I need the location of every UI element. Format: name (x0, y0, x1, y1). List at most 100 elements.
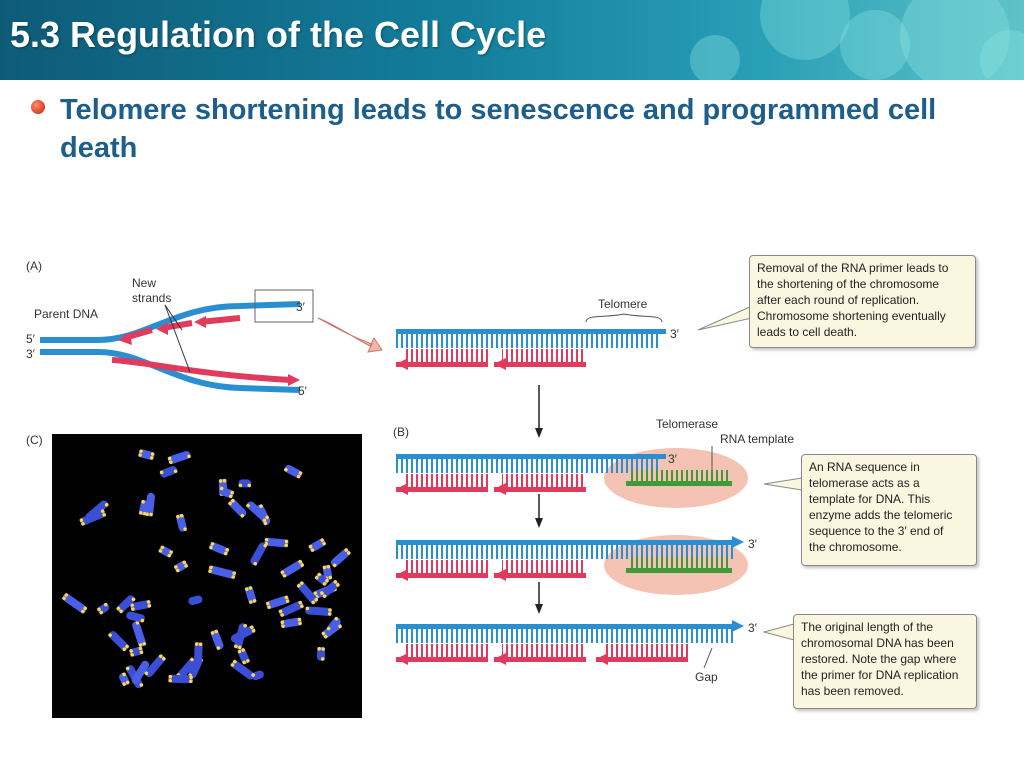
telomere-spot (240, 513, 245, 518)
telomere-spot (168, 674, 173, 679)
telomere-spot (311, 600, 316, 605)
rna-template-label: RNA template (720, 432, 794, 446)
telomere-spot (138, 511, 143, 515)
telomere-spot (325, 578, 329, 583)
telomere-spot (130, 652, 134, 657)
telomere-spot (122, 647, 127, 652)
telomere-spot (100, 509, 105, 513)
telomere-spot (62, 596, 66, 601)
telomere-spot (131, 607, 135, 611)
chromosome (305, 606, 332, 616)
telomere-spot (169, 460, 173, 465)
chromosome (132, 620, 147, 647)
telomere-spot (210, 542, 215, 546)
telomere-spot (138, 643, 143, 647)
telomere-spot (167, 456, 172, 461)
telomere-spot (265, 515, 269, 520)
telomere-spot (225, 548, 230, 552)
telomere-spot (278, 609, 283, 614)
telomere-spot (176, 514, 180, 519)
telomere-spot (296, 474, 301, 479)
zoom-arrow (317, 317, 383, 353)
telomere-spot (119, 609, 123, 614)
chromosome (62, 593, 88, 614)
telomere-spot (81, 522, 85, 526)
telomere-spot (81, 609, 85, 614)
telomere-spot (146, 600, 151, 604)
chromosome (238, 479, 252, 488)
chromosome (116, 595, 136, 614)
telomere-spot (245, 587, 249, 591)
telomere-spot (346, 551, 351, 555)
telomere-diagram: (A) New strands Parent DNA 5′ 3′ 3′ 5′ T… (26, 259, 803, 684)
telomere-spot (280, 613, 284, 617)
chromosome (320, 580, 340, 598)
chromosome (159, 466, 178, 478)
chromosome (228, 498, 247, 518)
telomere-spot (122, 672, 126, 677)
telomere-spot (169, 550, 173, 554)
telomere-spot (326, 626, 331, 631)
telomere-spot (219, 486, 224, 491)
chromosome (138, 449, 155, 460)
telomere-spot (284, 539, 289, 544)
telomere-spot (243, 623, 247, 628)
telomere-spot (280, 620, 285, 624)
parent-dna-label: Parent DNA (34, 307, 98, 321)
telomere-spot (102, 513, 106, 517)
telomere-spot (334, 616, 339, 621)
telomere-spot (320, 591, 324, 595)
telomere-spot (64, 593, 69, 597)
telomere-spot (158, 549, 163, 553)
chromosome (79, 509, 106, 526)
telomere-spot (223, 551, 228, 556)
five-prime-label-box: 5′ (298, 384, 308, 398)
three-prime-label-row2: 3′ (668, 452, 678, 466)
telomere-spot (210, 631, 215, 635)
chromosome (108, 631, 129, 652)
chromosome (126, 611, 145, 623)
telomere-spot (194, 642, 199, 646)
telomere-spot (246, 659, 250, 663)
chromosome (278, 600, 304, 617)
telomere-spot (323, 634, 328, 639)
gap-label: Gap (695, 670, 718, 684)
telomere-spot (149, 512, 153, 517)
chromosome-spread-image (62, 449, 351, 689)
telomere-spot (251, 673, 255, 677)
telomere-spot (317, 572, 322, 577)
telomere-spot (249, 625, 254, 630)
telomere-spot (131, 597, 136, 602)
chromosome (264, 537, 289, 548)
telomere-spot (125, 644, 129, 649)
chromosome (130, 600, 152, 611)
new-strands-label-1: New (132, 276, 156, 290)
telomere-spot (285, 599, 290, 603)
telomere-spot (147, 604, 152, 608)
telomere-spot (321, 657, 325, 661)
telomere-spot (232, 659, 237, 664)
telomere-spot (162, 656, 166, 661)
telomere-spot (265, 601, 270, 606)
telomere-spot (338, 624, 342, 629)
telomere-spot (321, 631, 326, 636)
panel-b-label: (B) (393, 425, 409, 439)
telomere-spot (129, 649, 133, 653)
telomere-spot (328, 575, 333, 580)
telomere-spot (141, 499, 145, 504)
chromosome (144, 654, 166, 678)
telomere-spot (189, 675, 193, 680)
chromosome (326, 616, 341, 633)
telomere-spot (267, 605, 271, 610)
chromosome (316, 646, 326, 661)
chromosome (188, 595, 203, 605)
telomere-spot (298, 471, 303, 475)
telomere-spot (174, 565, 178, 569)
telomere-spot (262, 518, 267, 523)
telomere-spot (184, 564, 188, 568)
telomere-spot (139, 683, 144, 687)
telomere-spot (189, 679, 193, 684)
telomere-spot (231, 575, 236, 579)
bullet-icon (31, 100, 45, 114)
header-banner: 5.3 Regulation of the Cell Cycle (0, 0, 1024, 80)
